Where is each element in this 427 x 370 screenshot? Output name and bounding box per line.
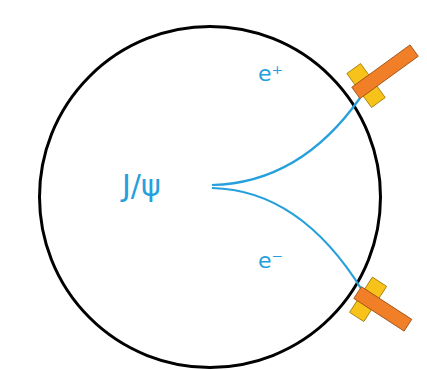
particle-label: e⁻	[258, 250, 283, 272]
detector-module	[344, 34, 427, 110]
circle-border	[40, 27, 381, 368]
detector-bar	[352, 45, 418, 99]
positron-track	[212, 98, 360, 185]
electron-track	[212, 188, 362, 290]
circle-outline	[38, 25, 382, 369]
detector-circle: e⁺ J/ψ e⁻	[38, 25, 382, 369]
particle-label: J/ψ	[122, 171, 161, 201]
detector-module	[346, 275, 419, 343]
particle-label: e⁺	[258, 63, 283, 85]
detector-bar	[354, 287, 412, 331]
